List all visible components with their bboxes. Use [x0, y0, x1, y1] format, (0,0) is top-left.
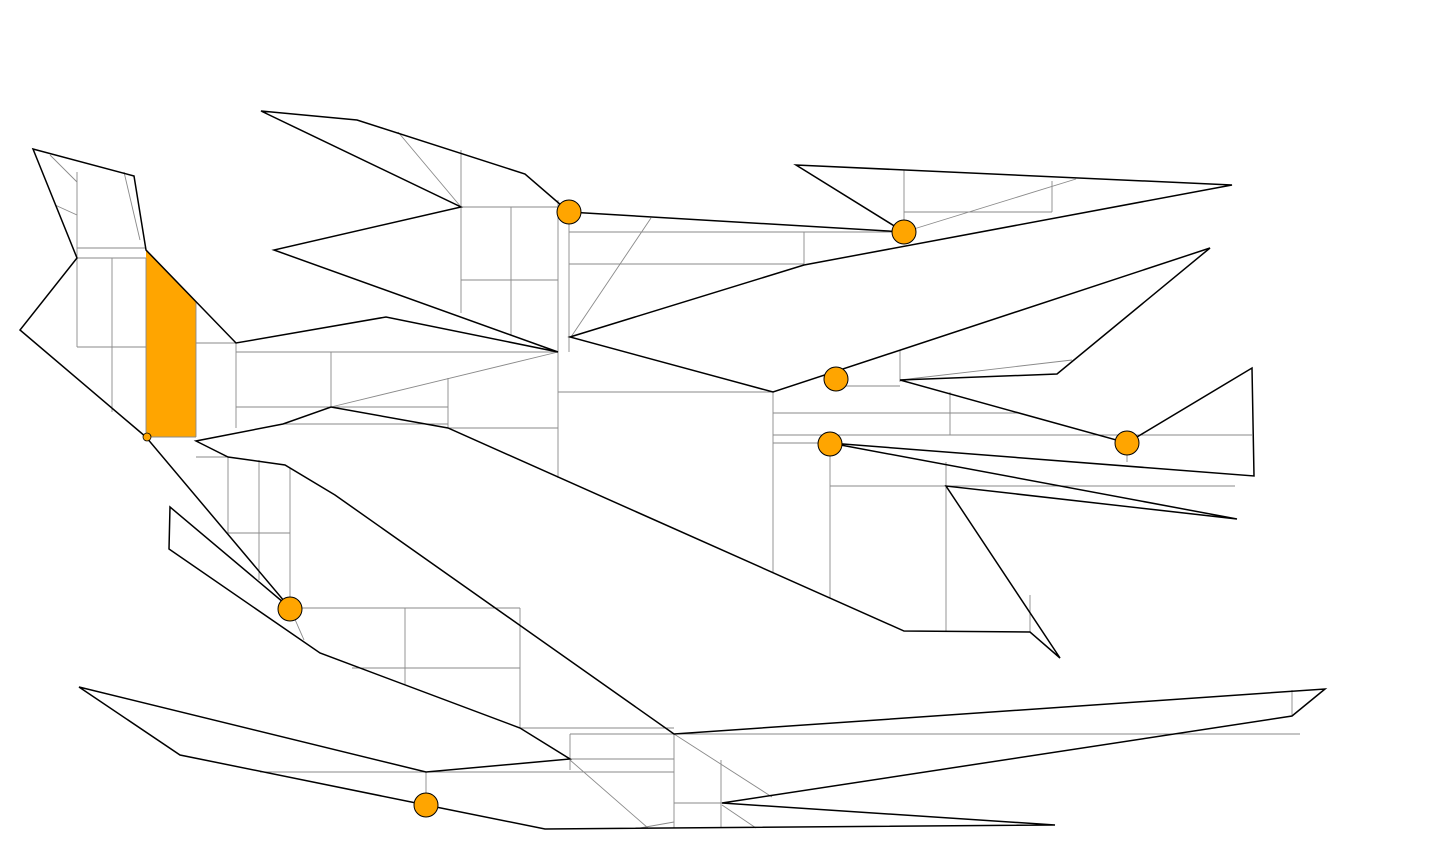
node-marker — [823, 366, 849, 392]
node-marker — [277, 596, 303, 622]
node-marker — [413, 792, 439, 818]
polygon-boundary — [18, 110, 1328, 830]
node-marker-small — [142, 432, 152, 442]
node-marker — [556, 199, 582, 225]
nodes — [142, 199, 1140, 818]
highlighted-cell — [146, 250, 196, 437]
node-marker — [817, 431, 843, 457]
node-marker — [1114, 430, 1140, 456]
node-marker — [891, 219, 917, 245]
partition-lines — [49, 131, 1300, 829]
